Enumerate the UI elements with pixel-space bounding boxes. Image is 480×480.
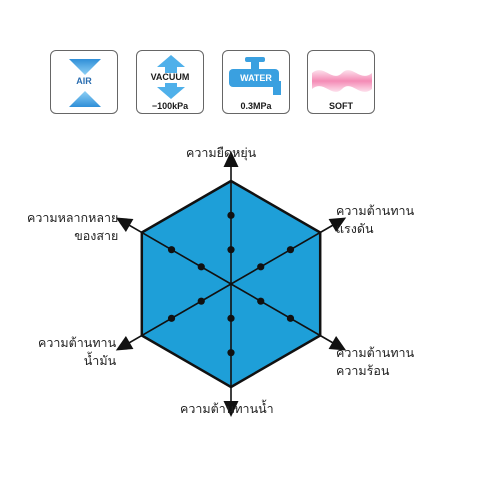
- axis-tick-dot-flex-1: [227, 246, 235, 254]
- axis-line-oil: [122, 283, 232, 348]
- axis-label-water: ความต้านทานน้ำ: [180, 401, 274, 416]
- axis-label-oil: ความต้านทาน น้ำมัน: [38, 335, 117, 368]
- air-label: AIR: [76, 76, 92, 86]
- axis-label-variety: ความหลากหลาย ของสาย: [27, 210, 119, 243]
- axis-tick-dot-heat-1: [257, 297, 265, 305]
- soft-wave-icon: [312, 70, 372, 92]
- axis-tick-dot-water-1: [227, 314, 235, 322]
- water-label: WATER: [240, 73, 272, 83]
- water-badge: WATER 0.3MPa: [222, 50, 290, 114]
- vacuum-icon: [157, 55, 185, 99]
- air-badge: AIR: [50, 50, 118, 114]
- axis-tick-dot-pressure-1: [257, 263, 265, 271]
- axis-tick-dot-oil-2: [167, 314, 176, 322]
- axis-line-variety: [122, 220, 232, 285]
- axis-tick-dot-pressure-2: [286, 246, 295, 254]
- axis-tick-dot-oil-1: [197, 297, 205, 305]
- axis-arrow-flex: [223, 151, 239, 167]
- soft-label: SOFT: [329, 101, 353, 111]
- axis-label-pressure: ความต้านทาน แรงดัน: [336, 203, 415, 236]
- axis-line-pressure: [230, 220, 340, 285]
- water-pressure: 0.3MPa: [240, 101, 272, 111]
- axis-tick-dot-variety-1: [197, 263, 205, 271]
- vacuum-label: VACUUM: [150, 72, 190, 82]
- axis-tick-dot-heat-2: [286, 314, 295, 322]
- axis-tick-dot-flex-2: [227, 211, 235, 219]
- air-icon: [69, 59, 101, 107]
- axis-arrow-heat: [328, 336, 347, 351]
- axis-label-heat: ความต้านทาน ความร้อน: [336, 345, 415, 378]
- axis-arrow-oil: [115, 336, 134, 351]
- axis-tick-dot-variety-2: [167, 246, 176, 254]
- vacuum-badge: VACUUM −100kPa: [136, 50, 204, 114]
- soft-badge: SOFT: [307, 50, 375, 114]
- axis-label-flex: ความยืดหยุ่น: [186, 145, 257, 160]
- axis-arrow-water: [223, 401, 239, 417]
- vacuum-pressure: −100kPa: [151, 101, 189, 111]
- axis-line-heat: [230, 283, 340, 348]
- axis-tick-dot-water-2: [227, 349, 235, 357]
- axis-arrow-variety: [115, 217, 134, 232]
- axis-arrow-pressure: [328, 217, 347, 232]
- faucet-icon: [229, 57, 281, 95]
